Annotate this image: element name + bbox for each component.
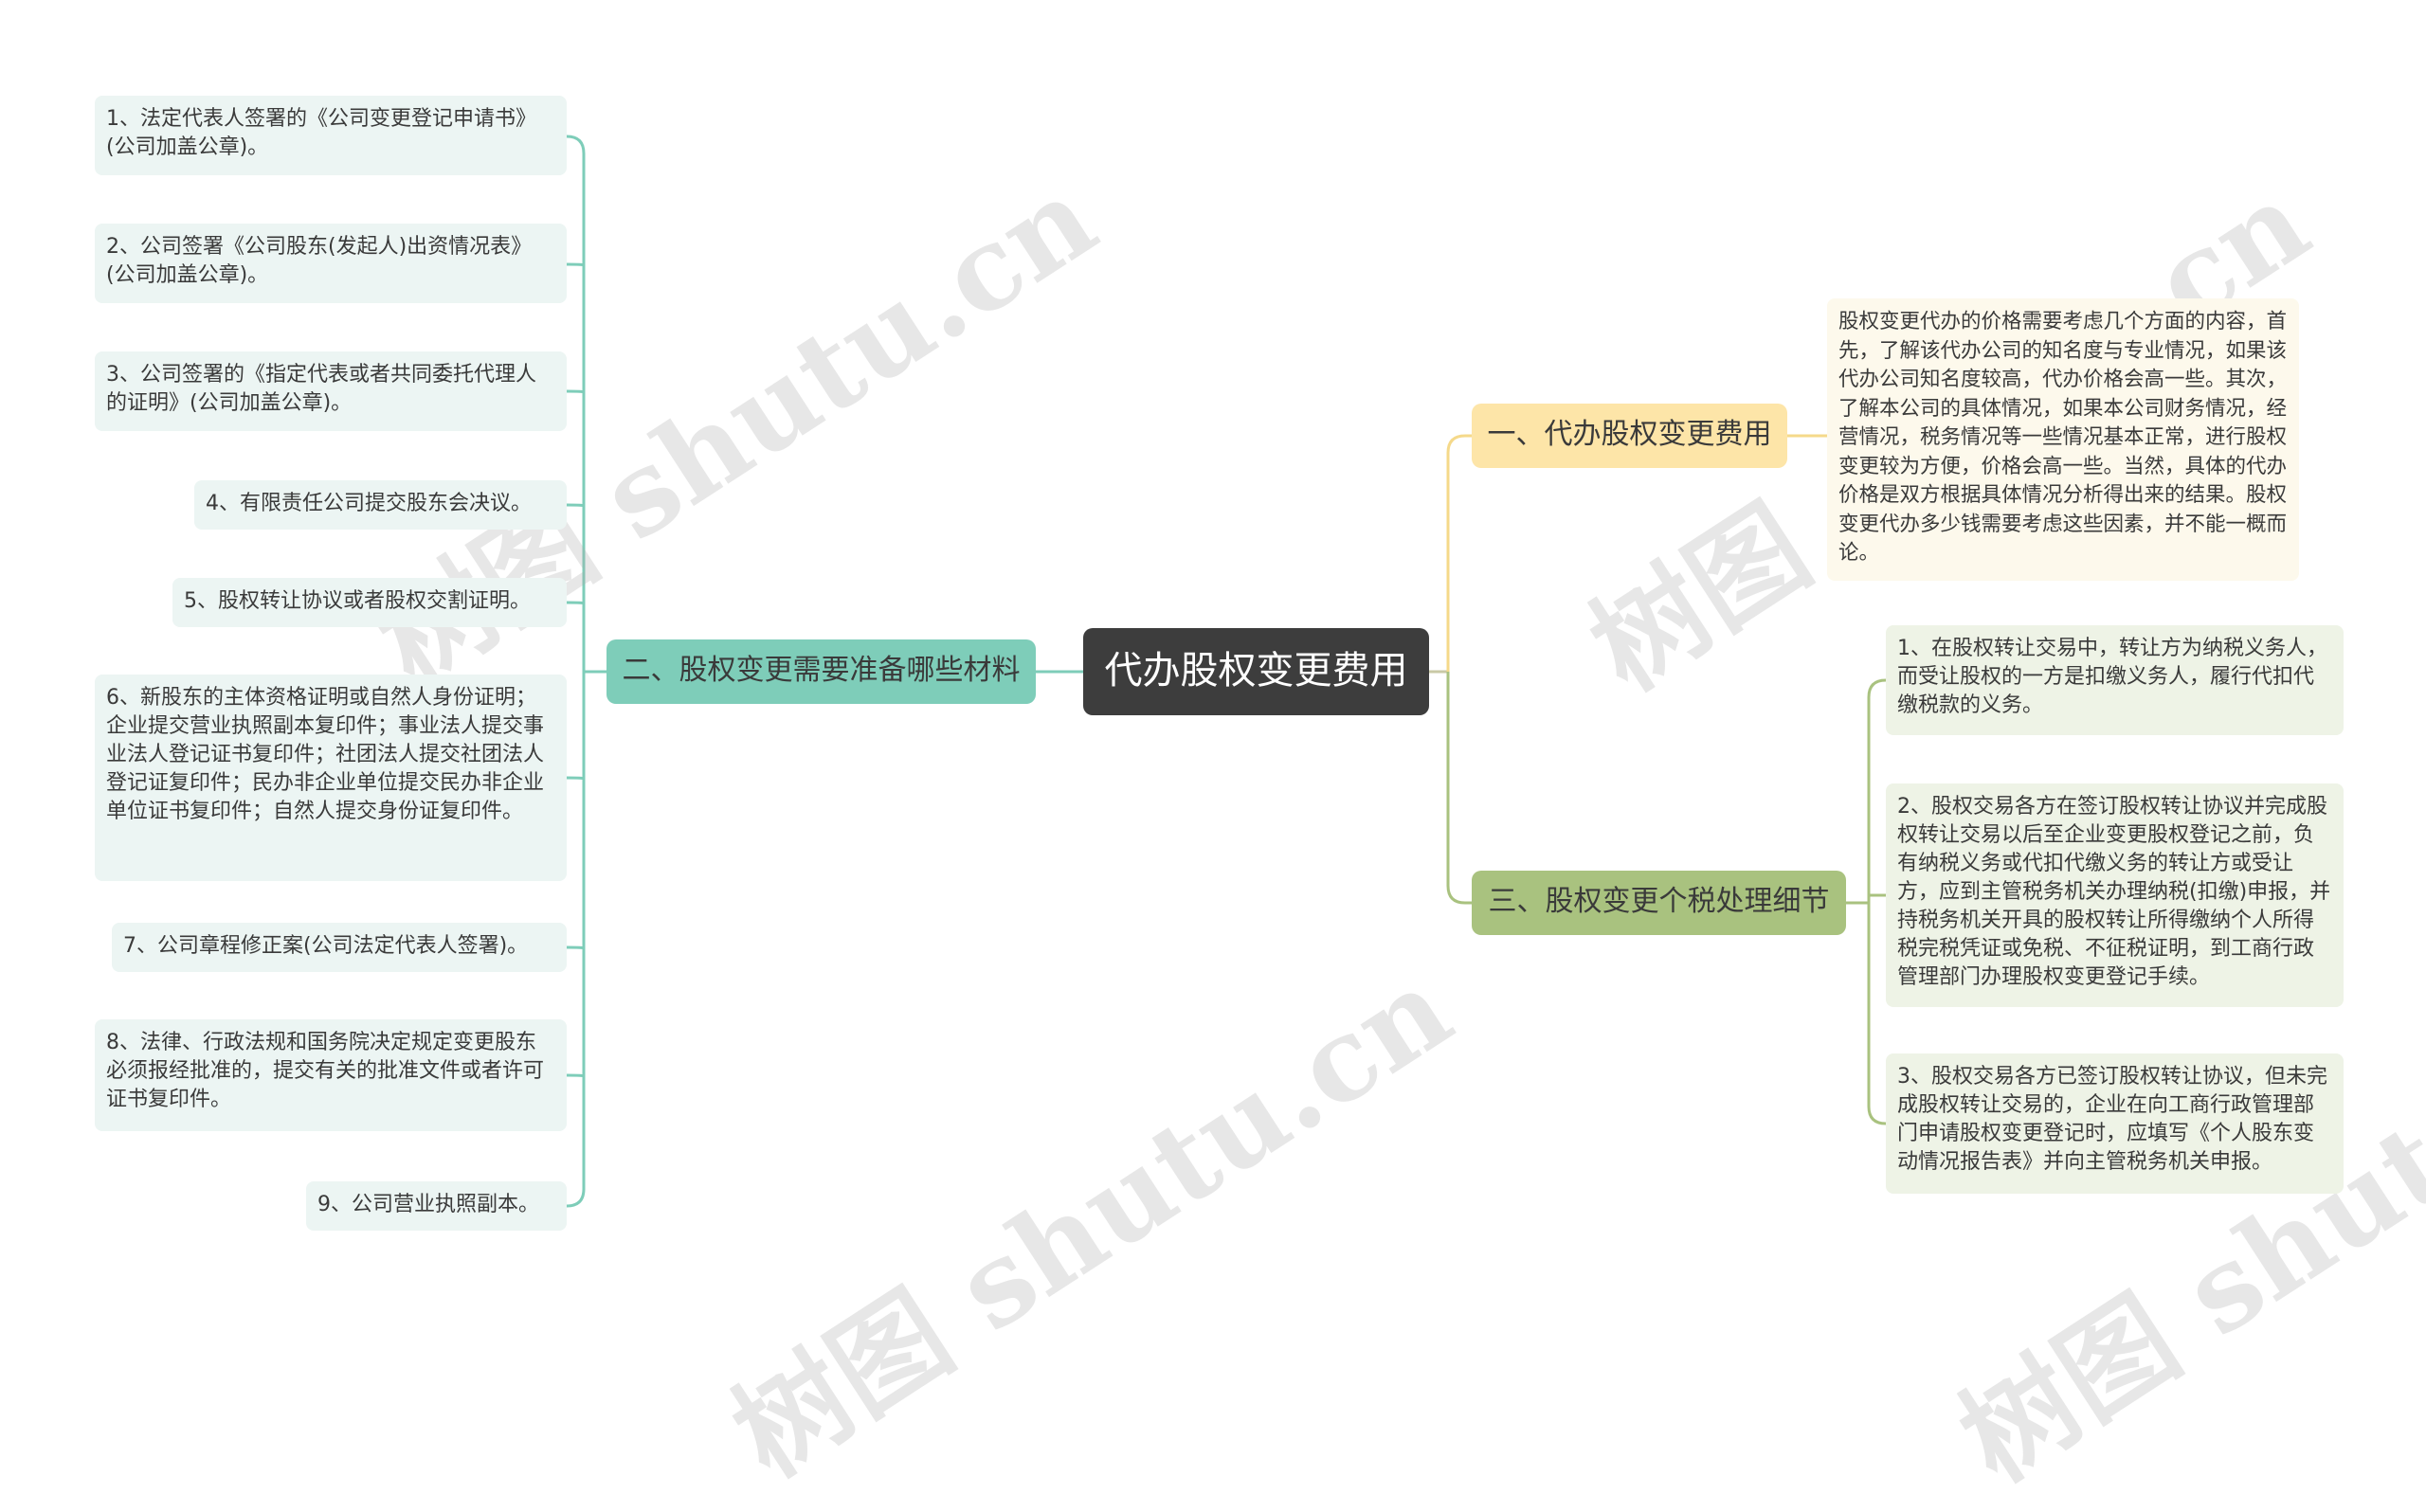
branch-node-materials[interactable]: 二、股权变更需要准备哪些材料 (606, 639, 1036, 704)
leaf-material-3[interactable]: 3、公司签署的《指定代表或者共同委托代理人的证明》(公司加盖公章)。 (95, 351, 567, 431)
root-node[interactable]: 代办股权变更费用 (1083, 628, 1429, 715)
leaf-material-8[interactable]: 8、法律、行政法规和国务院决定规定变更股东必须报经批准的，提交有关的批准文件或者… (95, 1019, 567, 1131)
leaf-tax-3[interactable]: 3、股权交易各方已签订股权转让协议，但未完成股权转让交易的，企业在向工商行政管理… (1886, 1053, 2344, 1194)
branch-node-cost[interactable]: 一、代办股权变更费用 (1472, 404, 1787, 468)
branch-node-tax[interactable]: 三、股权变更个税处理细节 (1472, 871, 1846, 935)
leaf-tax-1[interactable]: 1、在股权转让交易中，转让方为纳税义务人，而受让股权的一方是扣缴义务人，履行代扣… (1886, 625, 2344, 735)
left-tick-2 (566, 262, 586, 267)
fork-to-branch-3-line (1446, 672, 1472, 905)
left-tick-4 (566, 503, 586, 508)
right-branch-connectors (1429, 434, 1887, 1125)
left-tick-8 (566, 1073, 586, 1078)
left-branch-connectors (566, 135, 1083, 1208)
connector-lines (566, 135, 1887, 1208)
left-tick-6 (566, 776, 586, 781)
leaf-material-6[interactable]: 6、新股东的主体资格证明或自然人身份证明；企业提交营业执照副本复印件；事业法人提… (95, 675, 567, 881)
left-bracket-line (566, 135, 586, 1208)
left-tick-3 (566, 389, 586, 394)
leaf-tax-2[interactable]: 2、股权交易各方在签订股权转让协议并完成股权转让交易以后至企业变更股权登记之前，… (1886, 783, 2344, 1007)
leaf-material-5[interactable]: 5、股权转让协议或者股权交割证明。 (172, 578, 567, 627)
leaf-cost-description[interactable]: 股权变更代办的价格需要考虑几个方面的内容，首先，了解该代办公司的知名度与专业情况… (1827, 298, 2299, 581)
fork-to-branch-1-line (1446, 434, 1472, 672)
leaf-material-7[interactable]: 7、公司章程修正案(公司法定代表人签署)。 (112, 923, 567, 972)
leaf-material-4[interactable]: 4、有限责任公司提交股东会决议。 (194, 480, 567, 530)
leaf-material-9[interactable]: 9、公司营业执照副本。 (306, 1181, 567, 1231)
leaf-material-1[interactable]: 1、法定代表人签署的《公司变更登记申请书》(公司加盖公章)。 (95, 96, 567, 175)
branch-3-bracket-line (1867, 678, 1887, 1125)
leaf-material-2[interactable]: 2、公司签署《公司股东(发起人)出资情况表》(公司加盖公章)。 (95, 224, 567, 303)
left-tick-7 (566, 945, 586, 950)
